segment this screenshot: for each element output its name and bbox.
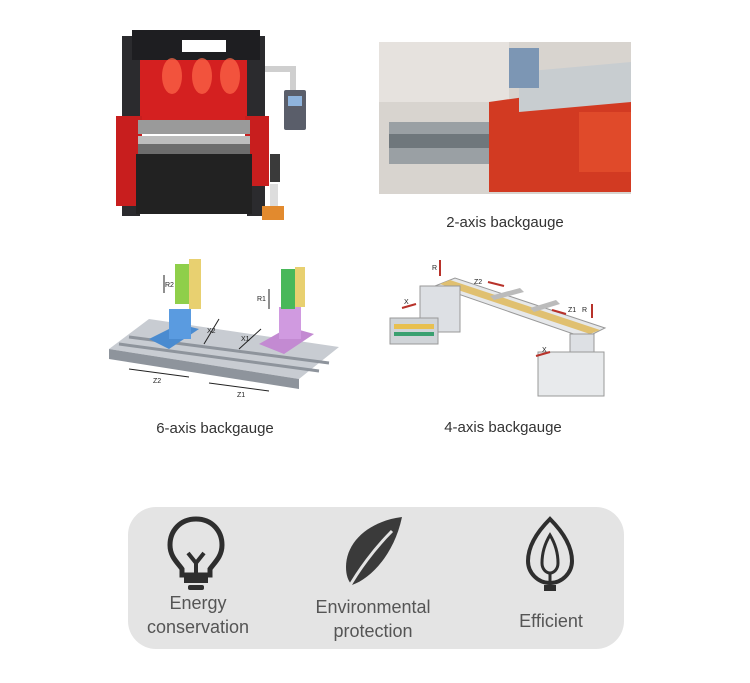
six-axis-caption: 6-axis backgauge — [156, 420, 274, 437]
features-panel: Energy conservation Environmental protec… — [128, 507, 624, 649]
four-axis-label-x-right: X — [542, 347, 547, 354]
two-axis-caption: 2-axis backgauge — [446, 214, 564, 231]
six-axis-label-z2: Z2 — [153, 378, 161, 385]
press-brake-machine-image — [112, 26, 312, 226]
four-axis-backgauge-diagram: R Z2 X Z1 R X — [380, 248, 630, 402]
feature-efficient-label: Efficient — [519, 611, 583, 631]
six-axis-label-r1: R1 — [257, 296, 266, 303]
lightbulb-icon — [164, 515, 228, 591]
six-axis-label-x2: X2 — [207, 328, 216, 335]
four-axis-label-x-left: X — [404, 299, 409, 306]
four-axis-caption: 4-axis backgauge — [444, 419, 562, 436]
six-axis-label-r2: R2 — [165, 282, 174, 289]
four-axis-label-r-right: R — [582, 307, 587, 314]
four-axis-label-r-left: R — [432, 265, 437, 272]
two-axis-backgauge-image — [379, 42, 631, 194]
four-axis-label-z1: Z1 — [568, 307, 576, 314]
four-axis-label-z2: Z2 — [474, 279, 482, 286]
six-axis-backgauge-diagram: R2 R1 X2 X1 Z2 Z1 — [89, 249, 343, 401]
feature-energy-conservation-label: Energy conservation — [146, 593, 250, 637]
leaf-icon — [340, 515, 406, 591]
six-axis-label-x1: X1 — [241, 336, 250, 343]
flame-icon — [520, 515, 580, 595]
feature-environmental-protection-label: Environmental protection — [315, 597, 431, 641]
six-axis-label-z1: Z1 — [237, 392, 245, 399]
